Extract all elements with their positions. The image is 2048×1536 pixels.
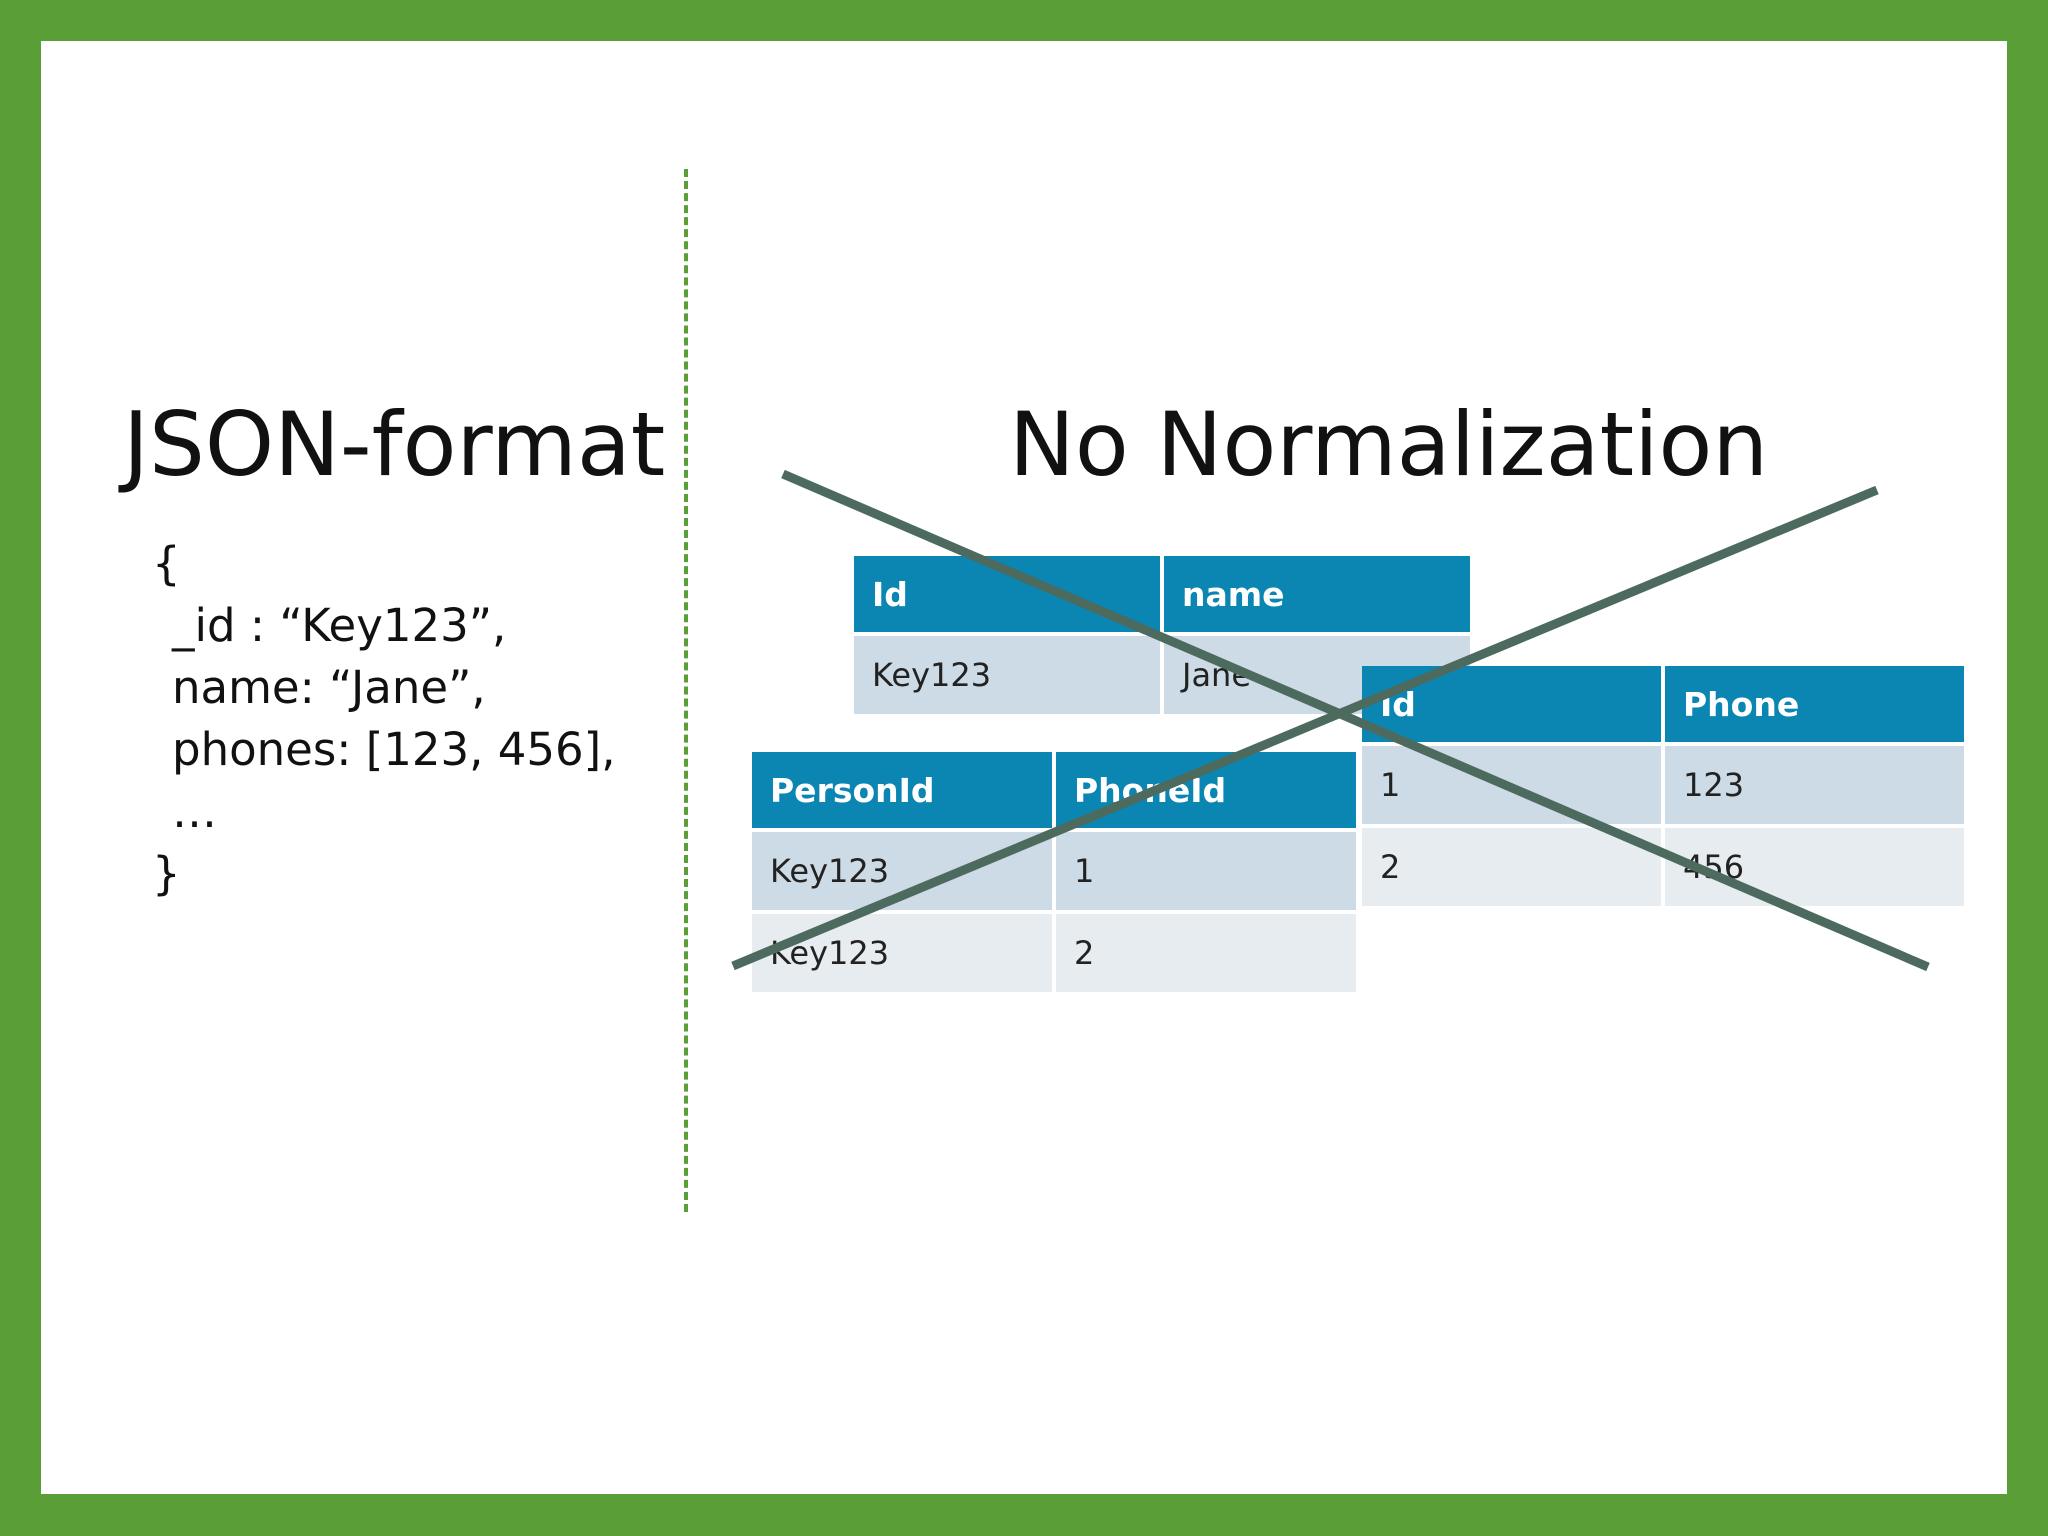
json-line: { <box>152 537 181 590</box>
table-header: Phone <box>1665 666 1964 742</box>
table-row: Key123 1 <box>752 832 1356 910</box>
table-cell: 1 <box>1056 832 1356 910</box>
table-header: name <box>1164 556 1470 632</box>
table-cell: 2 <box>1362 828 1661 906</box>
dashed-divider <box>684 169 688 1212</box>
table-cell: Key123 <box>752 914 1052 992</box>
json-format-title: JSON-format <box>123 393 666 496</box>
table-header: PersonId <box>752 752 1052 828</box>
json-line: _id : “Key123”, <box>172 599 507 652</box>
person-phone-link-table: PersonId PhoneId Key123 1 Key123 2 <box>748 748 1360 996</box>
table-cell: 123 <box>1665 746 1964 824</box>
cross-out-icon <box>731 469 1930 972</box>
json-line: } <box>152 847 181 900</box>
no-normalization-title: No Normalization <box>1009 393 1769 496</box>
json-line: … <box>172 785 217 838</box>
table-row: 2 456 <box>1362 828 1964 906</box>
table-row: 1 123 <box>1362 746 1964 824</box>
cross-line <box>731 485 1879 971</box>
table-row: Key123 2 <box>752 914 1356 992</box>
json-line: name: “Jane”, <box>172 661 486 714</box>
table-header: Id <box>1362 666 1661 742</box>
table-cell: 456 <box>1665 828 1964 906</box>
json-line: phones: [123, 456], <box>172 723 616 776</box>
table-cell: Key123 <box>854 636 1160 714</box>
table-cell: 2 <box>1056 914 1356 992</box>
slide: JSON-format { _id : “Key123”, name: “Jan… <box>41 41 2007 1494</box>
cross-line <box>781 469 1930 972</box>
phone-table: Id Phone 1 123 2 456 <box>1358 662 1968 910</box>
json-example: { _id : “Key123”, name: “Jane”, phones: … <box>152 533 616 905</box>
